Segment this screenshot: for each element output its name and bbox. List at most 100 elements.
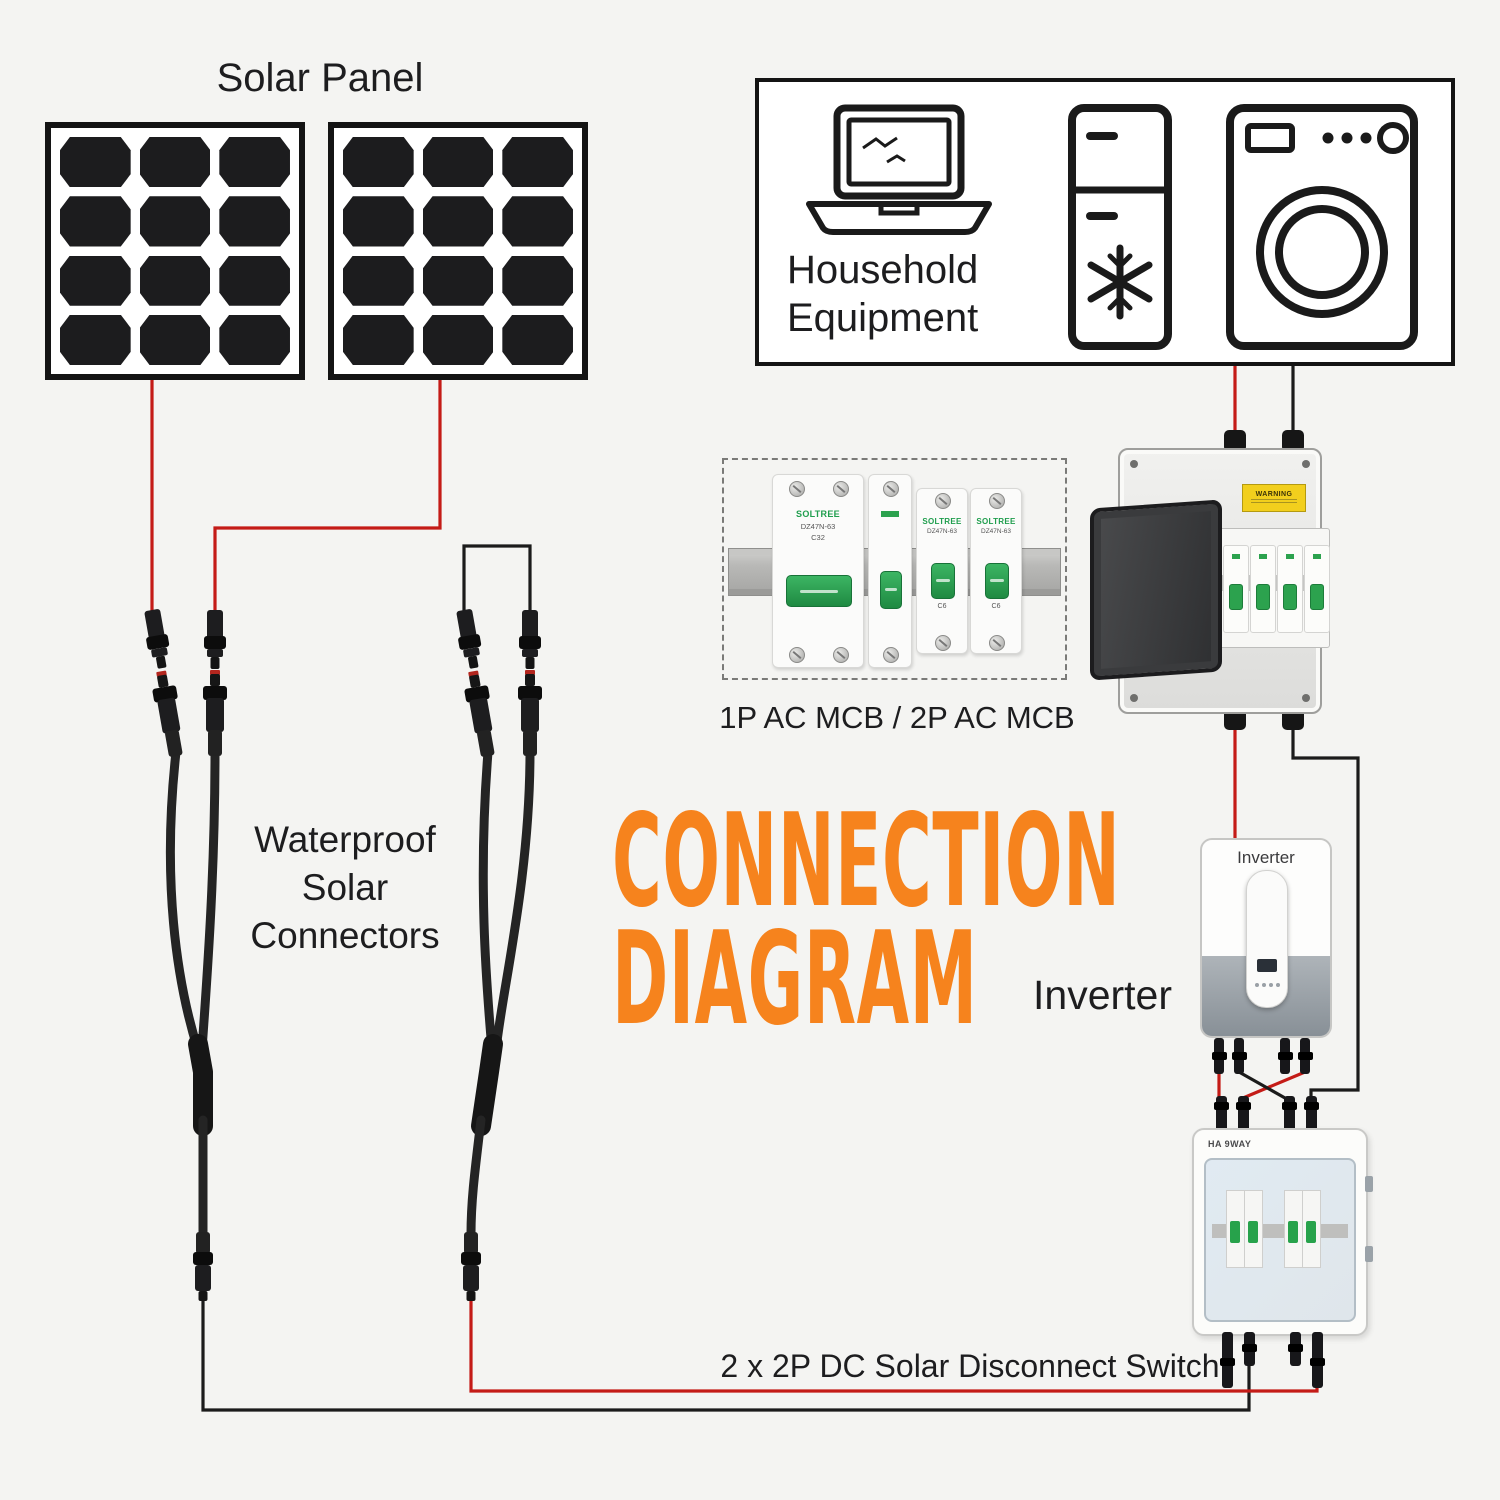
mcb-breaker-group: SOLTREE DZ47N-63 C32 SOLTREE DZ47N-63 C6 <box>722 458 1067 680</box>
solar-cell <box>219 137 290 188</box>
dc-switch-caption: 2 x 2P DC Solar Disconnect Switch <box>720 1348 1220 1384</box>
solar-cell <box>219 314 290 365</box>
solar-panel-2 <box>328 122 588 380</box>
breaker-brand: SOLTREE <box>796 509 840 519</box>
wire-panel2-positive <box>213 378 442 612</box>
breaker-toggle <box>985 563 1009 599</box>
solar-cell <box>219 255 290 306</box>
breaker-toggle <box>1283 584 1297 610</box>
page-title-line1: CONNECTION <box>612 787 1121 936</box>
mc4-connector-icon <box>141 608 174 671</box>
dc-terminal <box>1220 1332 1235 1388</box>
solar-cell <box>502 196 573 247</box>
wire-panel-negative-bridge <box>462 544 532 612</box>
cable-right-a <box>478 747 497 1055</box>
wire-string-black-return <box>201 1298 1251 1412</box>
solar-cell <box>219 196 290 247</box>
cover-hinge <box>1365 1246 1373 1262</box>
wire-acbox-inverter-black <box>1291 724 1360 1100</box>
breaker-toggle <box>1306 1221 1316 1243</box>
mc4-connector-icon <box>519 610 541 669</box>
breaker-mark <box>881 511 899 517</box>
screw <box>1130 694 1138 702</box>
breaker-toggle <box>1230 1221 1240 1243</box>
screw <box>883 647 899 663</box>
inverter-display <box>1257 959 1277 972</box>
dc-mini-breaker <box>1284 1190 1303 1268</box>
cable-right-b <box>491 747 535 1055</box>
dc-box-body: HA 9WAY <box>1192 1128 1373 1336</box>
breaker-2p: SOLTREE DZ47N-63 C32 <box>772 474 864 668</box>
mc4-connector-icon <box>461 1232 481 1301</box>
breaker-mark <box>1259 554 1267 559</box>
breaker-toggle <box>786 575 852 607</box>
screw <box>989 635 1005 651</box>
mc4-connector-icon <box>518 670 542 756</box>
dc-mini-breaker <box>1244 1190 1263 1268</box>
breaker-1p: SOLTREE DZ47N-63 C6 <box>916 488 968 654</box>
breaker-toggle <box>1248 1221 1258 1243</box>
dc-terminal <box>1288 1332 1303 1366</box>
screw <box>833 647 849 663</box>
breaker-mark <box>1232 554 1240 559</box>
solar-cell <box>139 255 211 306</box>
breaker-toggle <box>1229 584 1243 610</box>
inverter-dc-terminal <box>1278 1038 1293 1074</box>
inverter-dc-terminal <box>1212 1038 1227 1074</box>
warning-text: WARNING <box>1255 491 1293 498</box>
mini-breaker <box>1277 545 1303 633</box>
inverter-front-handle <box>1246 870 1288 1008</box>
breaker-1p: SOLTREE DZ47N-63 C6 <box>970 488 1022 654</box>
solar-cell <box>422 137 494 188</box>
screw <box>935 493 951 509</box>
breaker-model: DZ47N-63 <box>927 528 957 535</box>
household-label: Household Equipment <box>787 246 978 342</box>
solar-panel-1 <box>45 122 305 380</box>
solar-cell <box>502 137 573 188</box>
mini-breaker <box>1250 545 1276 633</box>
solar-cell <box>139 137 211 188</box>
breaker-mark <box>1313 554 1321 559</box>
inverter-device-label: Inverter <box>1237 848 1295 867</box>
inverter-device: Inverter <box>1200 838 1332 1076</box>
transparent-cover <box>1204 1158 1356 1322</box>
solar-cell <box>502 314 573 365</box>
breaker-rating: C6 <box>991 603 1001 610</box>
screw <box>789 647 805 663</box>
dc-mini-breaker <box>1302 1190 1321 1268</box>
screw <box>1302 460 1310 468</box>
dc-disconnect-box: HA 9WAY <box>1192 1096 1373 1396</box>
cover-hinge <box>1365 1176 1373 1192</box>
screw <box>883 481 899 497</box>
connectors-caption-line1: Waterproof <box>254 819 436 860</box>
mc4-connector-icon <box>149 669 188 759</box>
mc4-connector-icon <box>461 669 500 759</box>
dc-terminal <box>1310 1332 1325 1388</box>
solar-cell <box>139 196 211 247</box>
breaker-rating: C32 <box>811 533 825 542</box>
inverter-dc-terminal <box>1298 1038 1313 1074</box>
dc-terminal <box>1304 1096 1319 1132</box>
screw <box>789 481 805 497</box>
breaker-panel <box>1216 528 1330 648</box>
solar-cell <box>343 196 414 247</box>
breaker-toggle <box>1256 584 1270 610</box>
mc4-connector-icon <box>193 1232 213 1301</box>
ac-breaker-enclosure: WARNING <box>1090 430 1362 730</box>
cable-gland <box>1282 430 1304 452</box>
screw <box>1302 694 1310 702</box>
mc4-connector-icon <box>453 608 486 671</box>
solar-cell <box>139 314 211 365</box>
indicator-dot <box>1255 983 1259 987</box>
breaker-model: DZ47N-63 <box>800 522 836 531</box>
mcb-caption: 1P AC MCB / 2P AC MCB <box>719 700 1075 735</box>
wire-inverter-dc-black <box>1238 1070 1286 1100</box>
screw <box>1130 460 1138 468</box>
dc-box-label: HA 9WAY <box>1208 1139 1252 1149</box>
inverter-caption: Inverter <box>1033 972 1172 1018</box>
breaker-toggle <box>880 571 902 609</box>
indicator-dot <box>1276 983 1280 987</box>
dc-terminal <box>1242 1332 1257 1366</box>
